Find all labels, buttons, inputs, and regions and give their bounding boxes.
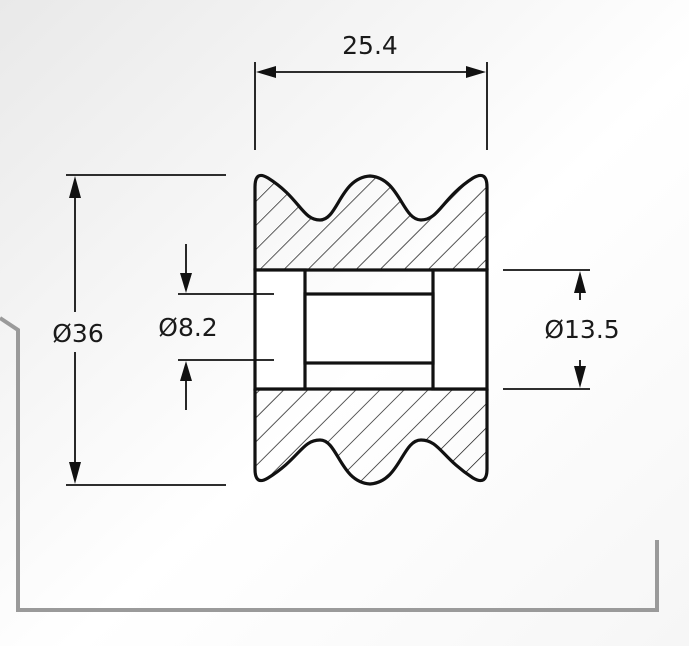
bore-diameter-dimension xyxy=(178,244,274,410)
outer-diameter-arrow-top xyxy=(69,176,81,198)
bore-arrow-top xyxy=(180,273,192,293)
pulley-cross-section xyxy=(253,173,489,486)
pulley-lower-body xyxy=(253,387,489,486)
counterbore-arrow-top xyxy=(574,271,586,293)
outer-diameter-label: Ø36 xyxy=(52,319,104,348)
bore-diameter-label: Ø8.2 xyxy=(158,313,217,342)
width-dimension-label: 25.4 xyxy=(342,31,398,60)
center-bore xyxy=(303,292,435,365)
width-arrow-right xyxy=(466,66,486,78)
sheet-frame-border xyxy=(0,316,659,612)
right-counterbore xyxy=(431,268,489,391)
width-dimension xyxy=(254,62,488,150)
width-arrow-left xyxy=(256,66,276,78)
pulley-upper-body xyxy=(253,173,489,272)
bore-arrow-bottom xyxy=(180,361,192,381)
outer-diameter-dimension xyxy=(66,174,226,486)
counterbore-diameter-label: Ø13.5 xyxy=(544,315,619,344)
left-counterbore xyxy=(253,268,307,391)
outer-diameter-arrow-bottom xyxy=(69,462,81,484)
counterbore-arrow-bottom xyxy=(574,366,586,388)
